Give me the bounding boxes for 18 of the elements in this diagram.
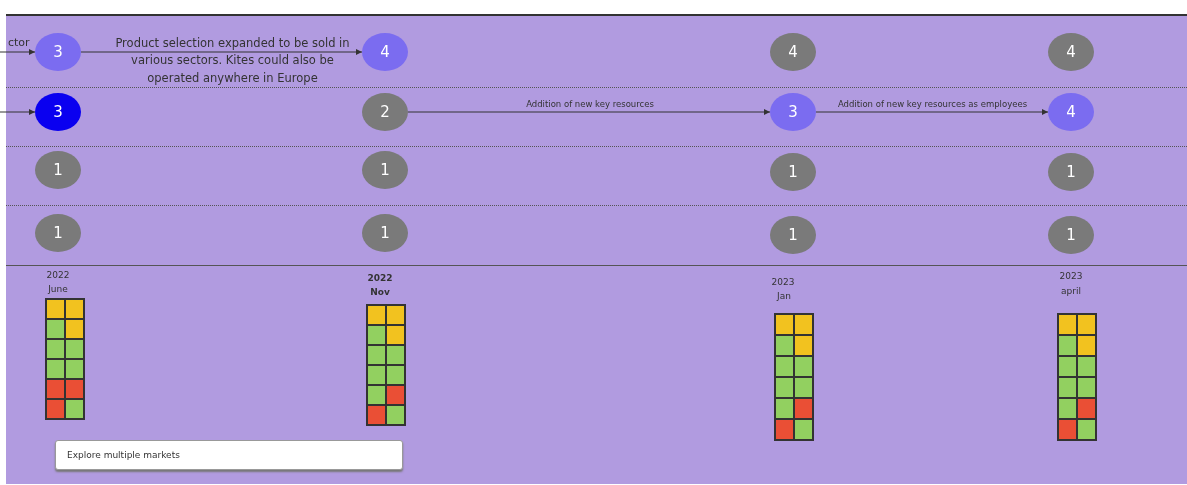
arrow	[407, 109, 771, 115]
year-label: 2023	[770, 277, 796, 287]
arrow	[80, 49, 363, 55]
arrow	[0, 109, 36, 115]
note-card: Explore multiple markets	[55, 440, 403, 470]
edge-label: Addition of new key resources	[525, 98, 655, 111]
arrow	[815, 109, 1049, 115]
month-label: Nov	[369, 287, 391, 297]
edge-label: Product selection expanded to be sold in various sectors. Kites could also be operated anywhere in Europe	[114, 35, 351, 87]
year-label: 2023	[1058, 271, 1084, 281]
arrow	[0, 49, 36, 55]
edge-label: ctor	[8, 35, 31, 51]
month-label: april	[1060, 286, 1082, 296]
year-label: 2022	[45, 270, 71, 280]
year-label: 2022	[366, 273, 394, 283]
month-label: Jan	[775, 291, 792, 301]
month-label: June	[46, 284, 69, 294]
edge-label: Addition of new key resources as employees	[836, 98, 1029, 111]
